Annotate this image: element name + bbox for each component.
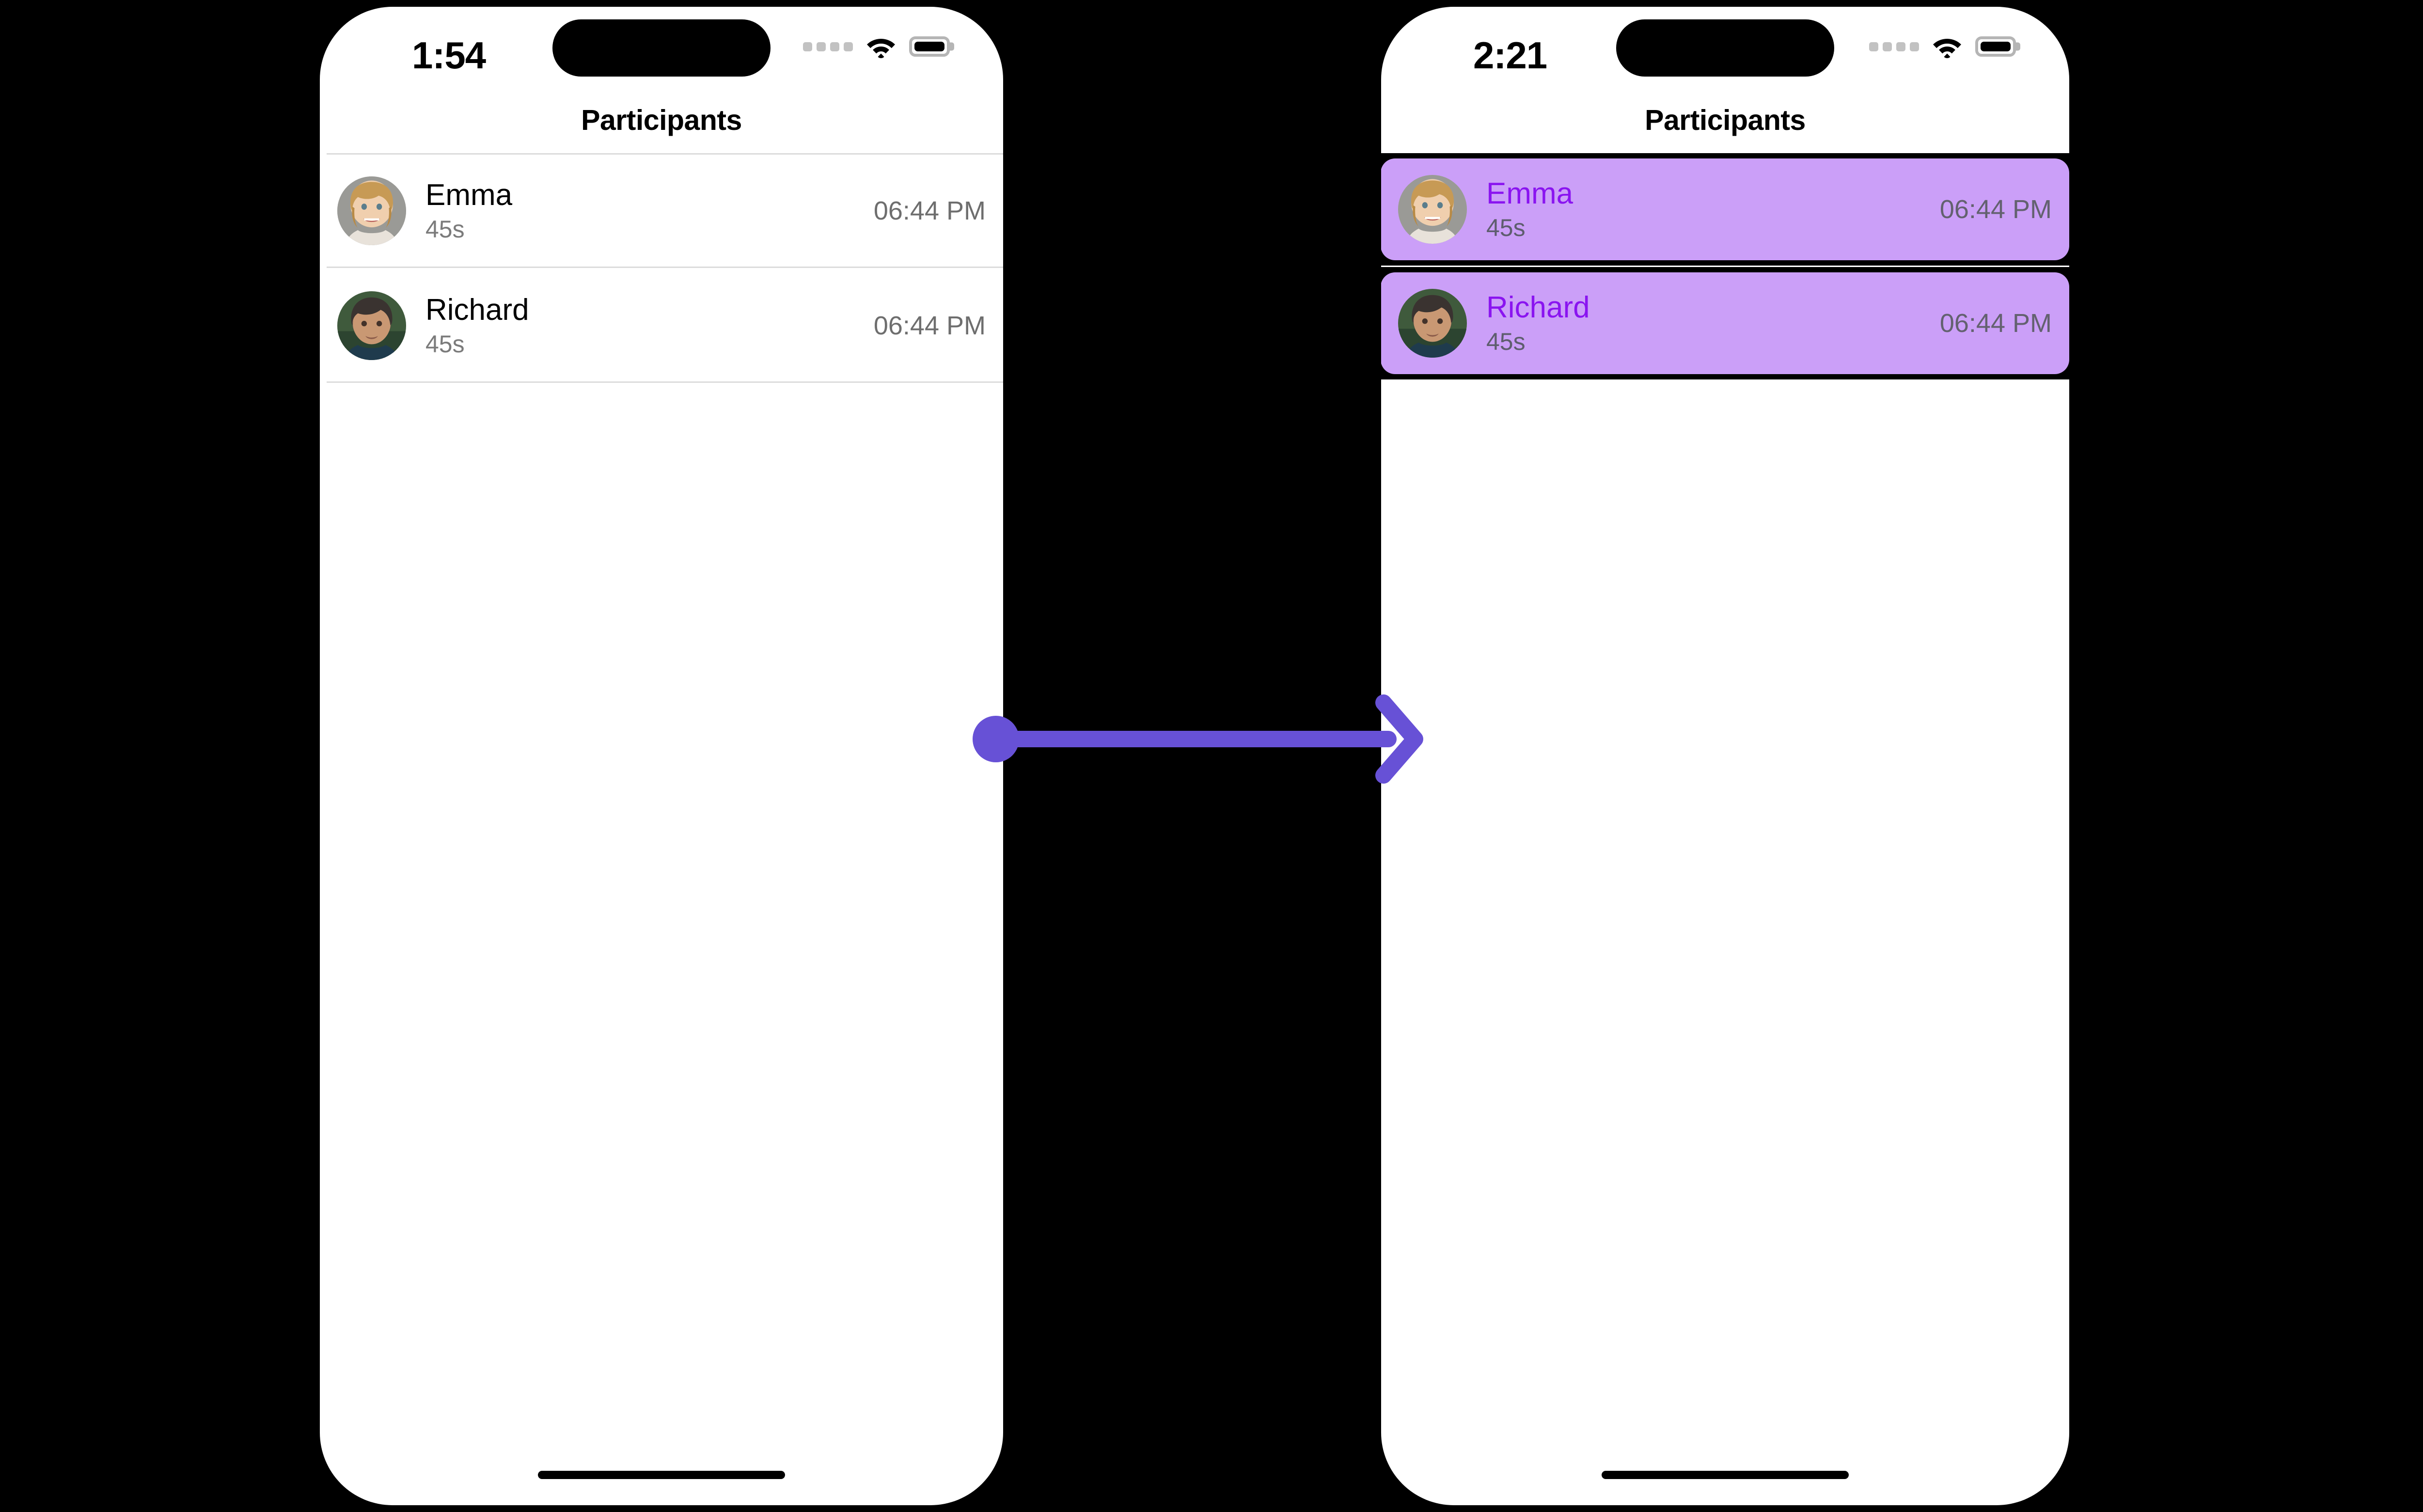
avatar <box>1398 289 1467 358</box>
list-item[interactable]: Emma 45s 06:44 PM <box>320 153 1003 268</box>
avatar <box>337 176 406 245</box>
battery-icon <box>909 36 954 57</box>
separator <box>327 381 1003 383</box>
status-bar-indicators <box>803 35 954 58</box>
phone-screenshot-after: 2:21 Participants Emm <box>1381 7 2069 1505</box>
page-title: Participants <box>1645 104 1806 136</box>
status-bar-clock: 1:54 <box>412 34 486 77</box>
list-item-text: Emma 45s <box>1486 179 1940 240</box>
participant-duration: 45s <box>425 330 465 358</box>
status-bar-clock: 2:21 <box>1473 34 1547 77</box>
participant-time: 06:44 PM <box>873 311 986 340</box>
separator <box>327 153 1003 155</box>
separator <box>327 267 1003 268</box>
participant-time: 06:44 PM <box>1939 195 2052 224</box>
cellular-dots-icon <box>803 42 853 51</box>
participant-duration: 45s <box>425 215 465 243</box>
wifi-icon <box>865 35 897 58</box>
wifi-icon <box>1932 35 1963 58</box>
page-title: Participants <box>581 104 742 136</box>
list-item-text: Richard 45s <box>425 295 874 356</box>
dynamic-island <box>552 19 771 77</box>
list-item[interactable]: Richard 45s 06:44 PM <box>1381 272 2069 374</box>
participant-duration: 45s <box>1486 214 1526 241</box>
participant-time: 06:44 PM <box>873 196 986 225</box>
participant-name: Emma <box>425 178 513 212</box>
avatar <box>337 291 406 360</box>
cellular-dots-icon <box>1869 42 1919 51</box>
list-item-highlight-frame: Richard 45s 06:44 PM <box>1381 267 2069 379</box>
home-indicator <box>538 1471 785 1479</box>
participant-name: Richard <box>425 293 529 327</box>
list-item[interactable]: Richard 45s 06:44 PM <box>320 268 1003 383</box>
participant-name: Richard <box>1486 291 1590 324</box>
annotation-arrow <box>969 693 1423 785</box>
list-item-text: Richard 45s <box>1486 293 1940 354</box>
status-bar: 1:54 <box>320 7 1003 104</box>
dynamic-island <box>1616 19 1834 77</box>
phone-screenshot-before: 1:54 Participants Emma <box>320 7 1003 1505</box>
battery-icon <box>1975 36 2020 57</box>
participants-list: Emma 45s 06:44 PM Richard 45s 06:44 PM <box>320 153 1003 383</box>
participants-list: Emma 45s 06:44 PM Richard 45s 06:44 PM <box>1381 153 2069 379</box>
status-bar-indicators <box>1869 35 2020 58</box>
list-item[interactable]: Emma 45s 06:44 PM <box>1381 158 2069 260</box>
list-item-text: Emma 45s <box>425 180 874 241</box>
avatar <box>1398 175 1467 244</box>
participant-duration: 45s <box>1486 328 1526 355</box>
home-indicator <box>1602 1471 1849 1479</box>
list-item-highlight-frame: Emma 45s 06:44 PM <box>1381 153 2069 266</box>
status-bar: 2:21 <box>1381 7 2069 104</box>
participant-time: 06:44 PM <box>1939 309 2052 338</box>
participant-name: Emma <box>1486 177 1573 210</box>
